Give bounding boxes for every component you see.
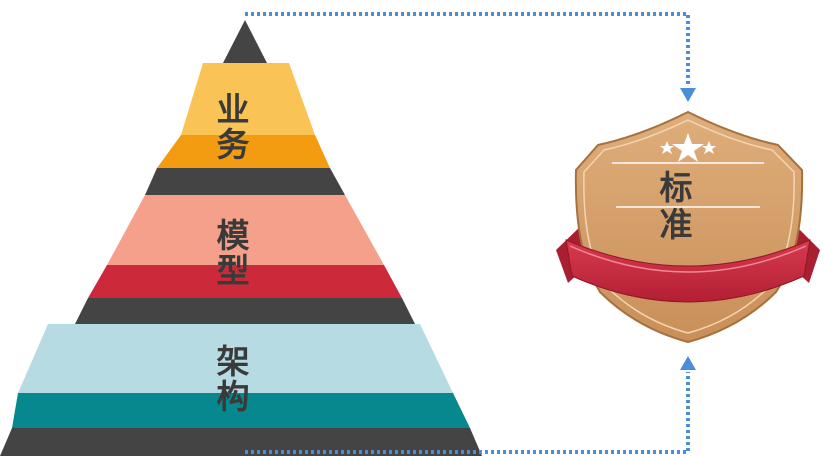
pyramid xyxy=(0,20,482,456)
tier-2-band xyxy=(88,265,402,298)
ribbon-highlight xyxy=(569,245,807,273)
star-icon xyxy=(672,133,704,162)
star-icon xyxy=(702,141,716,154)
pyramid-base xyxy=(0,428,482,456)
tier-2-top xyxy=(107,195,384,265)
tier-1-top xyxy=(181,63,315,135)
badge xyxy=(556,110,820,344)
tier-label-architecture: 架构 xyxy=(211,344,250,414)
badge-label-standard: 标准 xyxy=(654,170,693,244)
tier-3-top xyxy=(18,324,453,393)
star-icon xyxy=(660,141,674,154)
arrow-up-icon xyxy=(680,356,696,370)
tier-label-business: 业务 xyxy=(211,92,250,162)
pyramid-apex xyxy=(223,20,267,63)
arrow-down-icon xyxy=(680,88,696,102)
tier-label-model: 模型 xyxy=(211,218,250,288)
separator-1 xyxy=(145,168,345,195)
tier-1-band xyxy=(157,135,330,168)
connector-top-line xyxy=(245,12,690,86)
ribbon-band xyxy=(565,239,811,303)
tier-3-band xyxy=(12,393,470,428)
separator-2 xyxy=(75,298,415,324)
